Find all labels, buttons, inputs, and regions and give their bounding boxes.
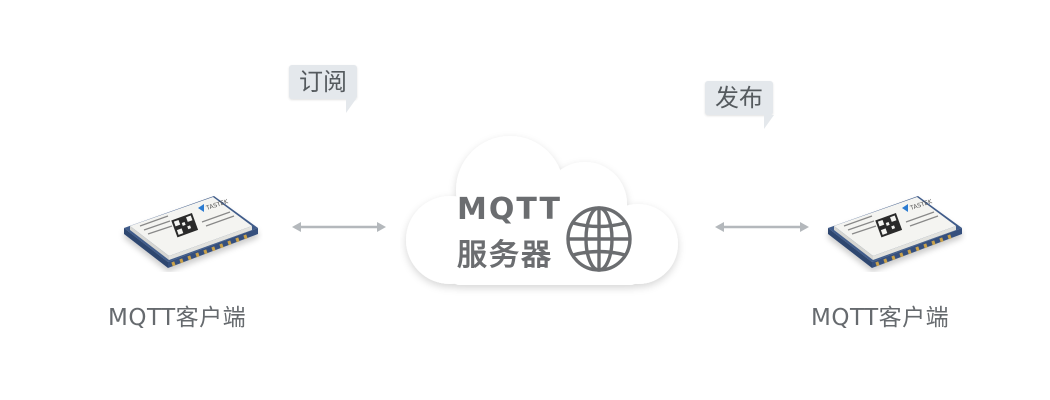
- globe-icon: [566, 206, 632, 272]
- subscribe-bubble: 订阅: [289, 65, 357, 99]
- server-subtitle: 服务器: [457, 238, 553, 273]
- publish-bubble: 发布: [705, 81, 773, 115]
- right-client-module: TASTEK: [828, 196, 962, 268]
- right-connection-arrow: [715, 222, 809, 232]
- publish-bubble-tail: [764, 115, 774, 129]
- left-client-label: MQTT客户端: [108, 305, 247, 331]
- subscribe-bubble-tail: [346, 99, 356, 113]
- left-connection-arrow: [292, 222, 386, 232]
- server-title: MQTT: [457, 192, 562, 227]
- left-client-module: TASTEK: [124, 196, 258, 268]
- right-client-label: MQTT客户端: [811, 305, 950, 331]
- publish-label: 发布: [715, 84, 763, 112]
- subscribe-label: 订阅: [299, 68, 347, 96]
